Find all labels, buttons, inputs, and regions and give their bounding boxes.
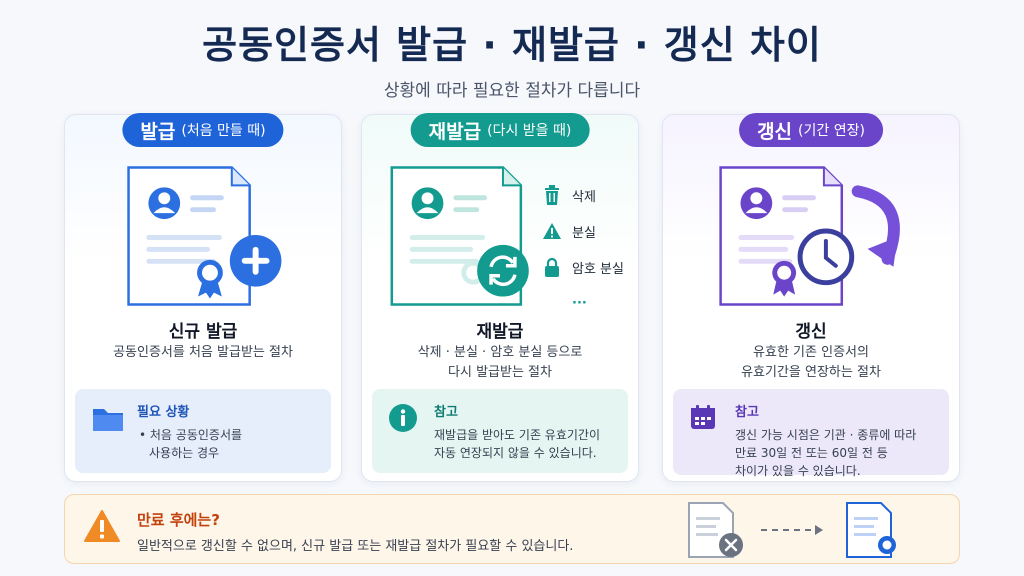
- reissue-title: 재발급: [476, 322, 524, 342]
- reissue-reason-list: 삭제 분실 암호 분실 ···: [542, 177, 642, 321]
- reason-label: 삭제: [572, 189, 596, 205]
- reason-label: ···: [572, 295, 587, 311]
- renewal-certificate-illustration: [719, 166, 900, 306]
- expired-to-new-flow: [688, 502, 896, 558]
- renewal-info-line: 갱신 가능 시점은 기관 · 종류에 따라: [735, 428, 917, 442]
- reissue-pill-label: 재발급: [428, 120, 482, 143]
- reason-item-delete: 삭제: [542, 177, 642, 213]
- seal-icon: [772, 260, 797, 297]
- reason-label: 암호 분실: [572, 261, 624, 277]
- issue-card: 발급 (처음 만들 때) 신규 발급 공동인증서를 처음: [64, 113, 342, 482]
- warning-icon: [84, 510, 120, 542]
- reissue-pill-sublabel: (다시 받을 때): [487, 123, 572, 139]
- reason-label: 분실: [572, 225, 596, 241]
- reissue-desc-line: 삭제 · 분실 · 암호 분실 등으로: [417, 345, 583, 360]
- renewal-info-line: 차이가 있을 수 있습니다.: [735, 464, 861, 478]
- warning-title: 만료 후에는?: [137, 511, 220, 529]
- reason-item-password-lost: 암호 분실: [542, 249, 642, 285]
- renewal-title: 갱신: [795, 322, 827, 342]
- warning-body: 일반적으로 갱신할 수 없으며, 신규 발급 또는 재발급 절차가 필요할 수 …: [137, 539, 574, 554]
- renewal-description: 유효한 기존 인증서의 유효기간을 연장하는 절차: [663, 343, 959, 383]
- refresh-icon: [477, 244, 529, 297]
- lock-icon: [542, 257, 562, 277]
- renewal-info-title: 참고: [735, 405, 759, 420]
- certificate-document-icon: [127, 166, 251, 306]
- info-icon: [389, 404, 417, 432]
- issue-info-box: 필요 상황 • 처음 공동인증서를 사용하는 경우: [75, 389, 331, 473]
- issue-info-line: • 처음 공동인증서를: [139, 428, 243, 442]
- reissue-info-title: 참고: [434, 405, 458, 420]
- expiry-warning-box: 만료 후에는? 일반적으로 갱신할 수 없으며, 신규 발급 또는 재발급 절차…: [64, 494, 960, 564]
- reissue-info-box: 참고 재발급을 받아도 기존 유효기간이 자동 연장되지 않을 수 있습니다.: [372, 389, 628, 473]
- folder-icon: [93, 409, 123, 431]
- reissue-info-line: 자동 연장되지 않을 수 있습니다.: [434, 446, 597, 460]
- reissue-desc-line: 다시 발급받는 절차: [448, 365, 552, 380]
- new-certificate-illustration: [127, 166, 282, 306]
- dashed-arrow-icon: [761, 525, 823, 535]
- issue-title: 신규 발급: [168, 322, 238, 342]
- seal-icon: [197, 259, 223, 299]
- clock-icon: [797, 228, 855, 286]
- renewal-card: 갱신 (기간 연장) 갱신: [662, 113, 960, 482]
- warning-icon: [542, 221, 562, 241]
- reissue-pill: 재발급 (다시 받을 때): [410, 113, 590, 147]
- expired-document-icon: [688, 502, 743, 558]
- issue-pill-sublabel: (처음 만들 때): [181, 123, 266, 139]
- issue-pill: 발급 (처음 만들 때): [122, 113, 284, 147]
- renewal-pill: 갱신 (기간 연장): [739, 113, 883, 147]
- plus-icon: [229, 235, 282, 287]
- renewal-info-box: 참고 갱신 가능 시점은 기관 · 종류에 따라 만료 30일 전 또는 60일…: [673, 389, 949, 478]
- reason-item-lost: 분실: [542, 213, 642, 249]
- calendar-icon: [691, 405, 715, 429]
- reason-item-more: ···: [542, 285, 642, 321]
- renewal-info-line: 만료 30일 전 또는 60일 전 등: [735, 446, 888, 460]
- issue-pill-label: 발급: [140, 120, 176, 143]
- renew-arrow-icon: [851, 185, 900, 267]
- renewal-desc-line: 유효기간을 연장하는 절차: [741, 365, 881, 380]
- reissue-card: 재발급 (다시 받을 때): [361, 113, 642, 482]
- reissue-certificate-illustration: [390, 166, 529, 306]
- renewal-pill-label: 갱신: [757, 120, 793, 143]
- renewal-pill-sublabel: (기간 연장): [798, 123, 865, 139]
- issue-info-line: 사용하는 경우: [149, 446, 220, 460]
- renewal-desc-line: 유효한 기존 인증서의: [753, 345, 869, 360]
- page-title: 공동인증서 발급 · 재발급 · 갱신 차이: [202, 23, 822, 67]
- reissue-info-line: 재발급을 받아도 기존 유효기간이: [434, 428, 601, 442]
- issue-info-title: 필요 상황: [137, 405, 190, 420]
- trash-icon: [542, 185, 562, 205]
- reissue-description: 삭제 · 분실 · 암호 분실 등으로 다시 발급받는 절차: [362, 343, 638, 383]
- issue-desc-line: 공동인증서를 처음 발급받는 절차: [113, 345, 293, 360]
- issue-description: 공동인증서를 처음 발급받는 절차: [65, 343, 341, 363]
- new-document-icon: [846, 502, 896, 558]
- page-subtitle: 상황에 따라 필요한 절차가 다릅니다: [383, 81, 641, 101]
